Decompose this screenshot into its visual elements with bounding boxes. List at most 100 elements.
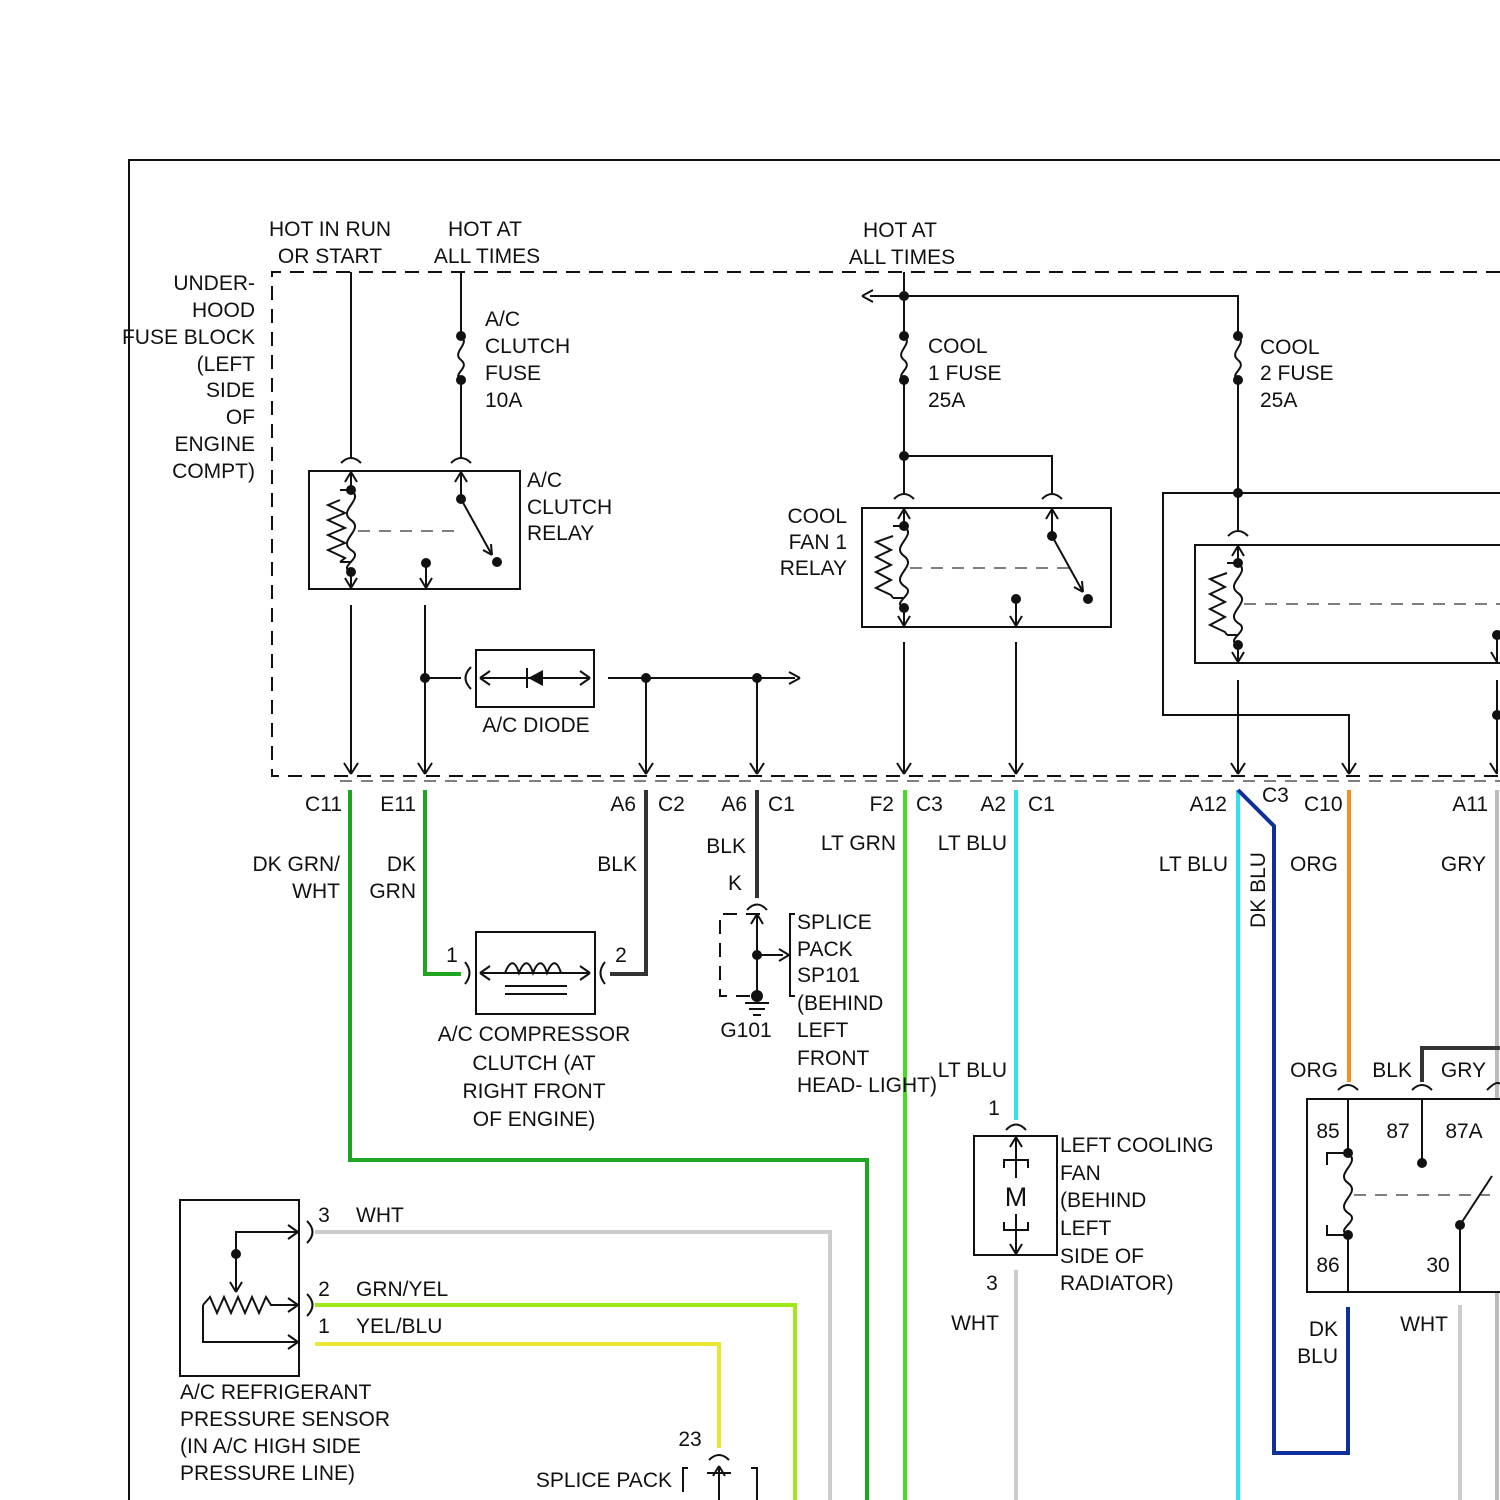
compressor-pin-2: 2 bbox=[615, 944, 627, 967]
svg-text:FAN 1: FAN 1 bbox=[789, 531, 847, 554]
compressor-pin-1: 1 bbox=[446, 944, 458, 967]
ac-clutch-fuse-label: A/C CLUTCH FUSE 10A bbox=[485, 308, 570, 412]
wire-label-dk-blu-vertical: DK BLU bbox=[1247, 852, 1270, 928]
relay-terminal-85: 85 bbox=[1316, 1120, 1339, 1143]
sensor-pin-2: 2 bbox=[318, 1278, 330, 1301]
svg-text:A/C REFRIGERANT: A/C REFRIGERANT bbox=[180, 1381, 372, 1404]
hot-bus-arrow bbox=[862, 290, 904, 302]
cool1-fuse-symbol bbox=[901, 336, 907, 380]
svg-text:OF ENGINE): OF ENGINE) bbox=[473, 1108, 596, 1131]
connector-c1-b: C1 bbox=[1028, 793, 1055, 816]
wire-dk-grn-wht bbox=[350, 790, 867, 1500]
connector-a2: A2 bbox=[980, 793, 1006, 816]
relay-terminal-30: 30 bbox=[1426, 1254, 1449, 1277]
relay-terminal-86: 86 bbox=[1316, 1254, 1339, 1277]
wire-label-sensor-wht: WHT bbox=[356, 1204, 404, 1227]
c11-feed bbox=[344, 605, 358, 774]
ac-clutch-fuse-symbol bbox=[458, 336, 464, 380]
ac-compressor-clutch bbox=[465, 932, 605, 1014]
wire-label-blk-splice: BLK bbox=[706, 835, 746, 858]
connector-c11: C11 bbox=[305, 793, 342, 816]
svg-text:DK: DK bbox=[387, 853, 416, 876]
wire-label-lt-blu-right: LT BLU bbox=[1159, 853, 1228, 876]
wire-label-org-top: ORG bbox=[1290, 853, 1338, 876]
cool-fan2-relay bbox=[1195, 531, 1500, 663]
svg-text:SPLICE: SPLICE bbox=[797, 911, 872, 934]
hot-all-times-2-label-1: HOT AT bbox=[863, 219, 937, 242]
connector-c2: C2 bbox=[658, 793, 685, 816]
fan-motor-symbol: M bbox=[1005, 1182, 1028, 1212]
svg-text:SP101: SP101 bbox=[797, 964, 860, 987]
svg-text:FAN: FAN bbox=[1060, 1162, 1101, 1185]
splice-pack-bottom bbox=[683, 1455, 757, 1500]
svg-text:LEFT: LEFT bbox=[797, 1019, 849, 1042]
svg-text:RADIATOR): RADIATOR) bbox=[1060, 1272, 1174, 1295]
svg-text:ENGINE: ENGINE bbox=[174, 433, 255, 456]
ac-refrigerant-pressure-sensor bbox=[180, 1200, 313, 1376]
svg-text:UNDER-: UNDER- bbox=[173, 272, 255, 295]
svg-text:FUSE: FUSE bbox=[485, 362, 541, 385]
svg-text:FRONT: FRONT bbox=[797, 1047, 869, 1070]
svg-text:LEFT: LEFT bbox=[1060, 1217, 1112, 1240]
ac-clutch-relay bbox=[309, 458, 520, 589]
hot-all-times-2-label-2: ALL TIMES bbox=[849, 246, 955, 269]
hot-all-times-1-label-1: HOT AT bbox=[448, 218, 522, 241]
svg-text:BLU: BLU bbox=[1297, 1345, 1338, 1368]
fuse-block-label: UNDER- HOOD FUSE BLOCK (LEFT SIDE OF ENG… bbox=[122, 272, 255, 483]
splice-pack-bottom-label: SPLICE PACK bbox=[536, 1469, 672, 1492]
svg-text:DK: DK bbox=[1309, 1318, 1338, 1341]
svg-text:COOL: COOL bbox=[928, 335, 988, 358]
relay-terminal-87a: 87A bbox=[1445, 1120, 1482, 1143]
svg-text:HEAD- LIGHT): HEAD- LIGHT) bbox=[797, 1074, 937, 1097]
wire-label-gry-relay: GRY bbox=[1441, 1059, 1486, 1082]
wire-sensor-yel-blu bbox=[315, 1344, 719, 1448]
diagram-frame bbox=[129, 160, 1500, 1500]
cool2-fuse-label: COOL 2 FUSE 25A bbox=[1260, 336, 1334, 412]
svg-text:DK GRN/: DK GRN/ bbox=[252, 853, 340, 876]
hot-all-times-1-label-2: ALL TIMES bbox=[434, 245, 540, 268]
wire-label-dk-grn: DK GRN bbox=[369, 853, 416, 903]
svg-text:FUSE BLOCK: FUSE BLOCK bbox=[122, 326, 255, 349]
svg-text:1 FUSE: 1 FUSE bbox=[928, 362, 1002, 385]
e11-feed bbox=[418, 605, 432, 774]
sensor-pin-3: 3 bbox=[318, 1204, 330, 1227]
hot-bus bbox=[904, 296, 1238, 336]
svg-text:(IN A/C HIGH SIDE: (IN A/C HIGH SIDE bbox=[180, 1435, 361, 1458]
connector-a6-b: A6 bbox=[721, 793, 747, 816]
cool1-fuse-label: COOL 1 FUSE 25A bbox=[928, 335, 1002, 412]
f2-feed bbox=[897, 642, 911, 774]
wire-label-sensor-yel-blu: YEL/BLU bbox=[356, 1315, 442, 1338]
svg-text:A/C: A/C bbox=[485, 308, 520, 331]
svg-text:RELAY: RELAY bbox=[780, 557, 847, 580]
a12-feed bbox=[1231, 680, 1245, 774]
svg-text:PRESSURE SENSOR: PRESSURE SENSOR bbox=[180, 1408, 390, 1431]
a2-feed bbox=[1009, 642, 1023, 774]
svg-text:SIDE OF: SIDE OF bbox=[1060, 1245, 1144, 1268]
diode-output-bus bbox=[608, 672, 800, 684]
splice-pack-sp101 bbox=[720, 905, 795, 1016]
relay-terminal-87: 87 bbox=[1386, 1120, 1409, 1143]
sensor-pin-1: 1 bbox=[318, 1315, 330, 1338]
a6-feed bbox=[639, 678, 653, 774]
svg-text:PRESSURE LINE): PRESSURE LINE) bbox=[180, 1462, 355, 1485]
ground-g101: G101 bbox=[720, 1019, 771, 1042]
svg-text:CLUTCH: CLUTCH bbox=[485, 335, 570, 358]
svg-text:COOL: COOL bbox=[787, 505, 847, 528]
wire-label-lt-grn: LT GRN bbox=[821, 832, 896, 855]
ac-diode bbox=[476, 650, 594, 707]
cool2-fuse-symbol bbox=[1235, 336, 1241, 380]
ac-clutch-relay-label: A/C CLUTCH RELAY bbox=[527, 469, 612, 545]
connector-e11: E11 bbox=[380, 793, 416, 816]
a6b-feed bbox=[750, 678, 764, 774]
svg-text:WHT: WHT bbox=[292, 880, 340, 903]
svg-text:HOOD: HOOD bbox=[192, 299, 255, 322]
svg-text:SIDE: SIDE bbox=[206, 379, 255, 402]
connector-c3-b: C3 bbox=[1262, 784, 1289, 807]
connector-c1: C1 bbox=[768, 793, 795, 816]
svg-text:COMPT): COMPT) bbox=[172, 460, 255, 483]
svg-text:25A: 25A bbox=[1260, 389, 1297, 412]
svg-text:LEFT COOLING: LEFT COOLING bbox=[1060, 1134, 1214, 1157]
svg-text:25A: 25A bbox=[928, 389, 965, 412]
svg-text:OF: OF bbox=[226, 406, 255, 429]
